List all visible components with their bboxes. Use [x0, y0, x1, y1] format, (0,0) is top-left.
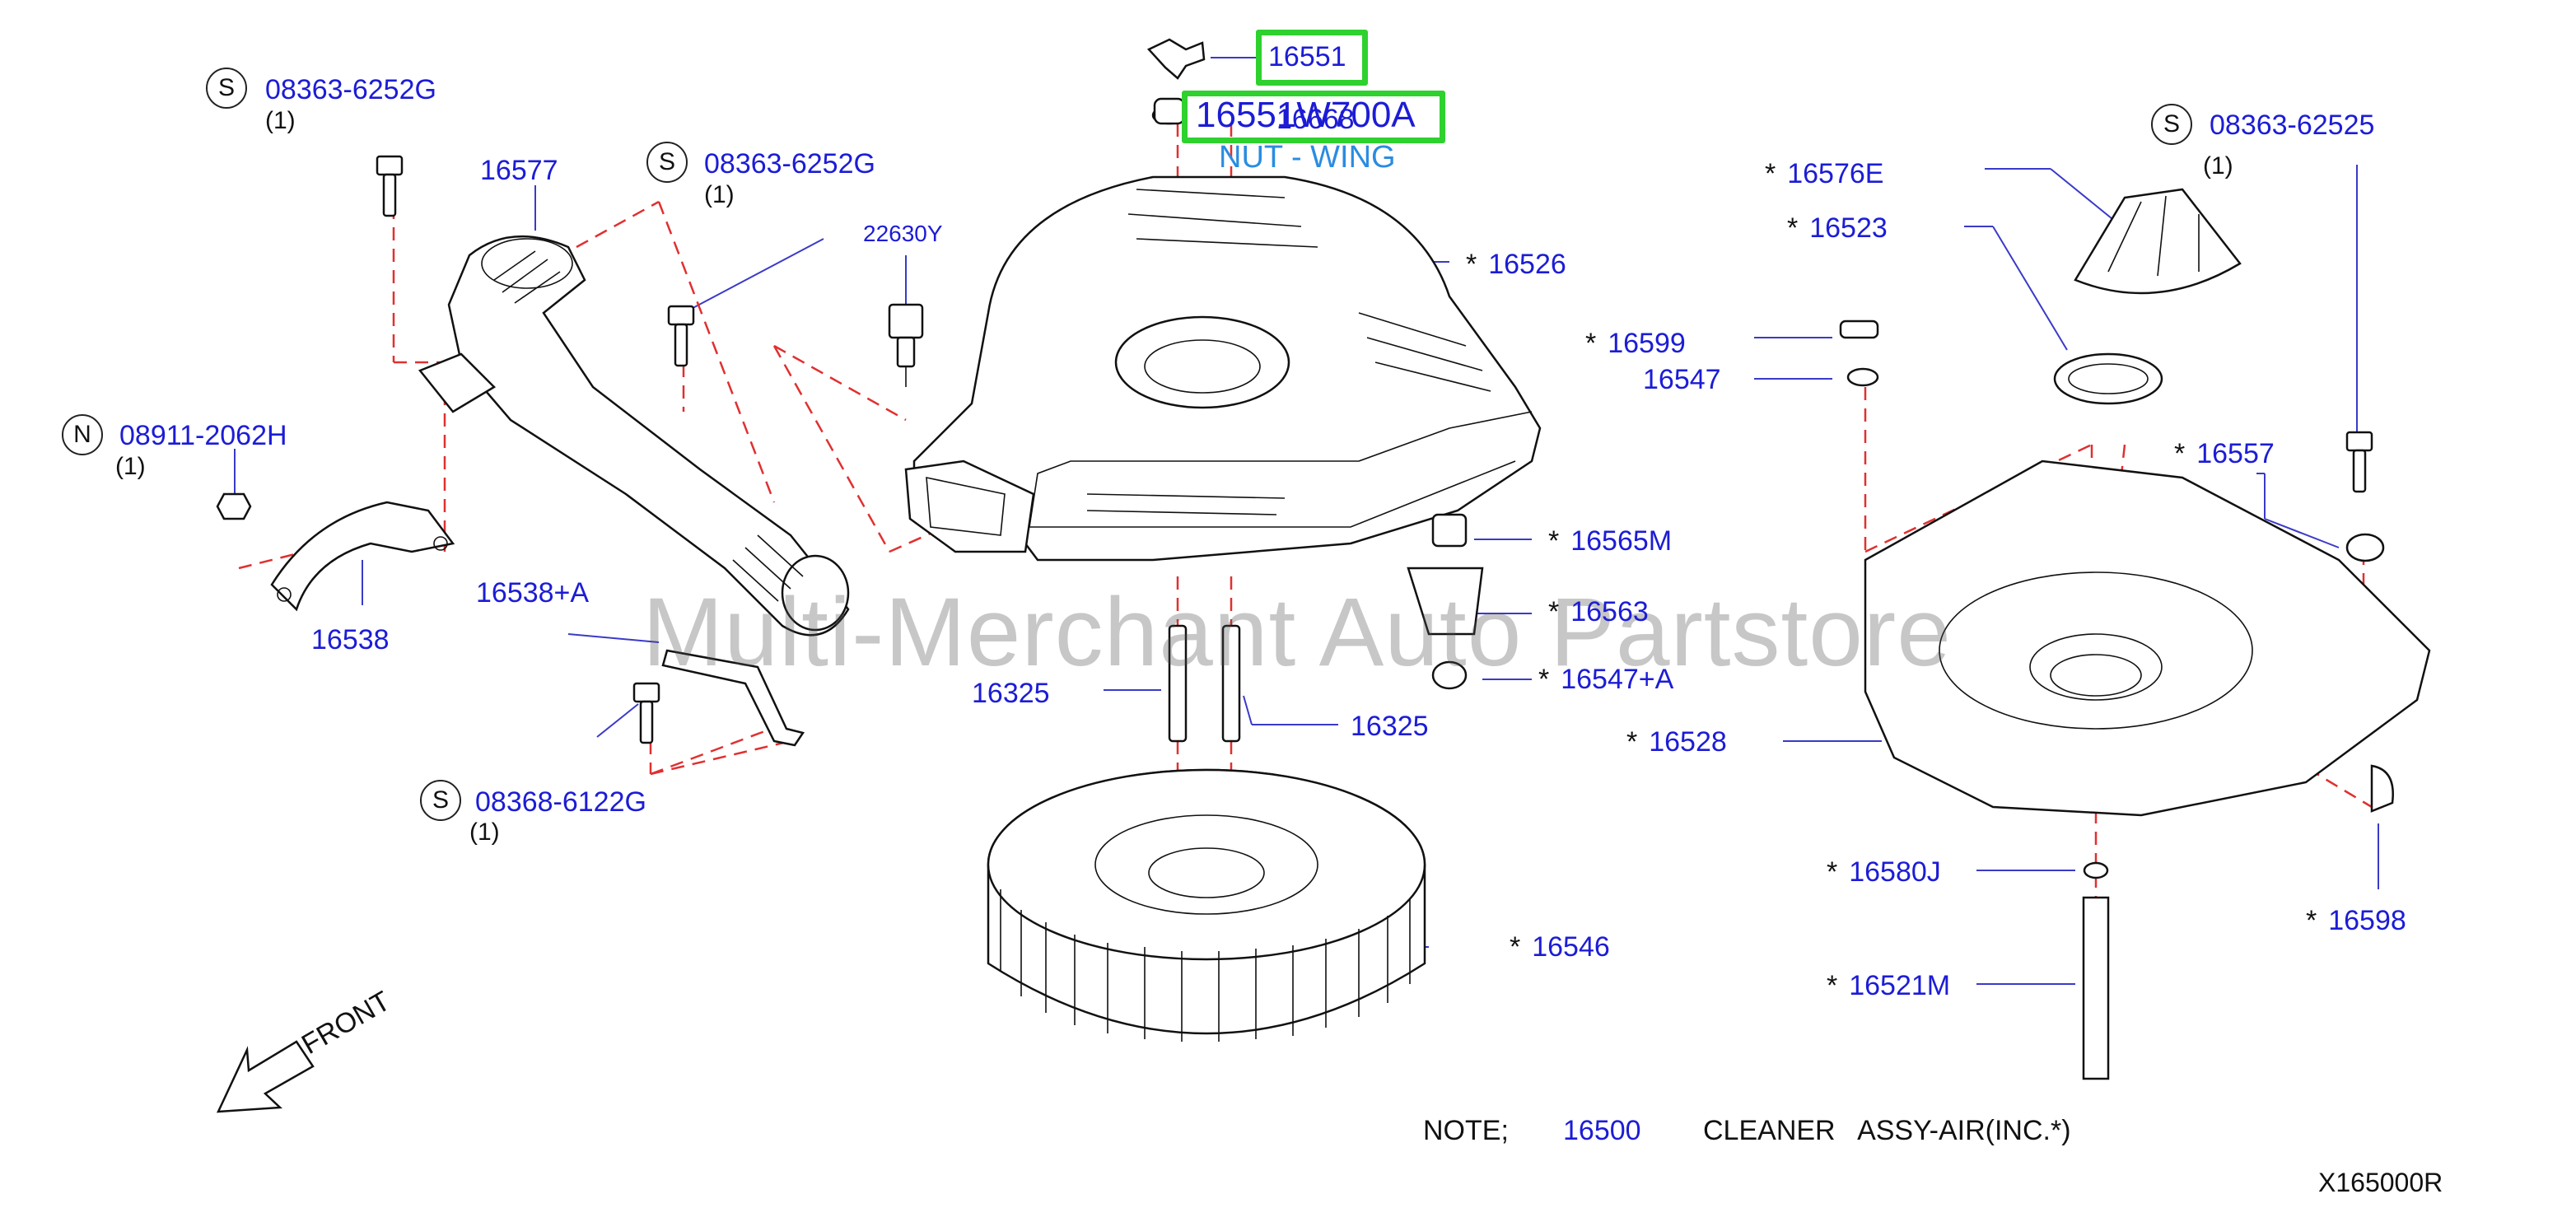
part-label-16538[interactable]: 16538 [311, 624, 390, 655]
diagram-code: X165000R [2318, 1168, 2443, 1197]
circle-s-icon: S [2151, 104, 2192, 145]
part-label-16551w700a[interactable]: 16551W700A [1196, 95, 1416, 135]
part-label-08363-6252g-1[interactable]: 08363-6252G [265, 74, 436, 105]
part-label-16547[interactable]: 16547 [1643, 364, 1721, 395]
part-label-16551[interactable]: 16551 [1268, 41, 1346, 72]
bracket-a-part [661, 649, 805, 747]
circle-s-icon: S [206, 68, 247, 109]
qty-label: (1) [704, 181, 735, 208]
note-part-16500[interactable]: 16500 [1563, 1115, 1641, 1146]
part-label-16546: *16546 [1510, 931, 1610, 963]
sensor-part [888, 303, 924, 387]
part-label-16325-right[interactable]: 16325 [1351, 711, 1429, 742]
circle-s-icon: S [646, 142, 688, 183]
intake-duct-part [418, 235, 850, 637]
bolt-parts [216, 155, 2373, 744]
part-label-16576e: *16576E [1765, 158, 1884, 189]
bracket-part [270, 501, 455, 612]
filter-element-part [987, 768, 1426, 1042]
stud-parts [1168, 624, 1241, 743]
cleaner-body-part [1864, 459, 2431, 817]
part-label-16523: *16523 [1787, 212, 1888, 244]
note-description: CLEANER ASSY-AIR(INC.*) [1703, 1115, 2071, 1146]
part-label-16325-left[interactable]: 16325 [972, 678, 1050, 709]
part-label-16521m: *16521M [1827, 970, 1951, 1001]
screen-part-16576e [2074, 188, 2242, 295]
leader-lines [234, 57, 2379, 985]
part-label-16580j: *16580J [1827, 856, 1941, 888]
grommet-part [1151, 97, 1188, 125]
clip-parts [1839, 319, 1879, 387]
qty-label: (1) [2203, 152, 2233, 180]
part-label-16538a[interactable]: 16538+A [476, 577, 590, 609]
highlight-16551w700a[interactable] [1182, 91, 1445, 143]
part-label-16563: *16563 [1548, 596, 1649, 627]
part-label-16526: *16526 [1466, 249, 1566, 280]
part-label-08368-6122g[interactable]: 08368-6122G [475, 786, 646, 818]
seal-ring-part [2053, 352, 2163, 405]
part-label-16598: *16598 [2306, 905, 2406, 936]
part-label-08911-2062h[interactable]: 08911-2062H [119, 420, 287, 451]
part-label-08363-62525[interactable]: 08363-62525 [2210, 110, 2375, 141]
front-arrow [216, 1040, 315, 1113]
part-label-16557: *16557 [2174, 438, 2275, 469]
note-prefix: NOTE; [1423, 1115, 1509, 1146]
part-label-16528: *16528 [1626, 726, 1727, 758]
part-label-16599: *16599 [1585, 328, 1686, 359]
part-label-16565m: *16565M [1548, 525, 1673, 557]
wing-nut-part [1146, 38, 1206, 80]
part-label-16547a: *16547+A [1538, 664, 1674, 695]
highlight-16551[interactable] [1256, 30, 1368, 86]
qty-label: (1) [265, 107, 296, 134]
part-label-16668[interactable]: 16668 [1276, 104, 1355, 135]
cleaner-cover-part [904, 175, 1542, 562]
nut-wing-label: NUT - WING [1219, 140, 1396, 175]
qty-label: (1) [115, 453, 146, 480]
qty-label: (1) [469, 819, 500, 846]
circle-n-icon: N [62, 414, 103, 455]
small-parts-right [1407, 513, 2394, 1080]
watermark: Multi-Merchant Auto Partstore [642, 578, 1952, 687]
part-label-22630y[interactable]: 22630Y [863, 221, 943, 246]
part-label-08363-6252g-2[interactable]: 08363-6252G [704, 148, 875, 180]
part-label-16577[interactable]: 16577 [480, 155, 558, 186]
circle-s-icon: S [420, 780, 461, 821]
